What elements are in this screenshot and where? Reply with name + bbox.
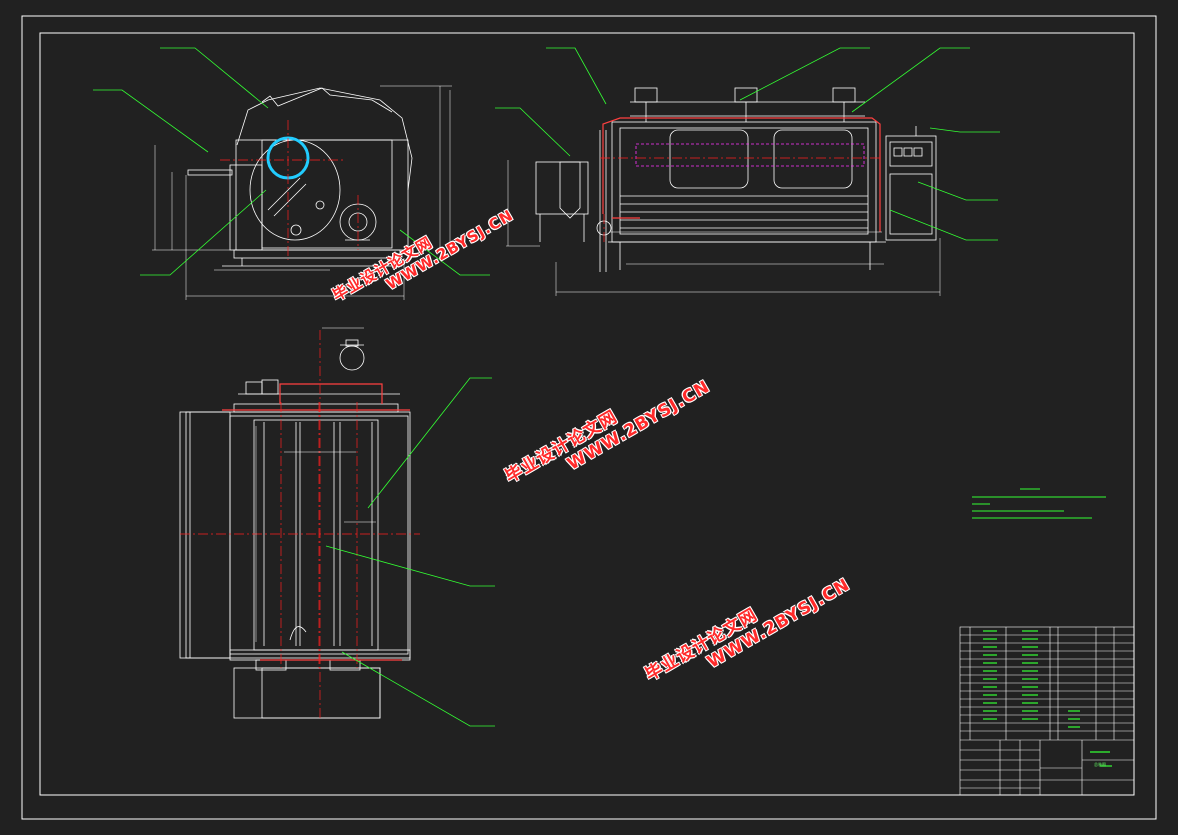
side-view xyxy=(187,87,413,267)
front-view-dimensions xyxy=(506,160,941,296)
top-view-red-piping xyxy=(222,383,410,661)
front-view-center-lines xyxy=(600,157,880,245)
top-view-dimensions xyxy=(255,327,376,642)
top-view xyxy=(179,339,411,719)
inner-frame xyxy=(39,32,1135,796)
drawing-title: 总装图 xyxy=(1094,762,1106,767)
top-view-leaders xyxy=(325,377,495,727)
side-view-center-lines xyxy=(220,120,359,260)
title-block xyxy=(959,626,1135,796)
front-view-leaders xyxy=(495,47,1000,241)
top-view-center-lines xyxy=(180,330,420,720)
side-view-dimensions xyxy=(152,85,452,300)
technical-requirements xyxy=(972,488,1106,519)
parts-list-entries xyxy=(983,630,1112,767)
outer-frame xyxy=(21,15,1157,820)
front-view-red-piping xyxy=(602,117,881,232)
front-view xyxy=(535,87,937,272)
side-view-leaders xyxy=(93,47,490,276)
